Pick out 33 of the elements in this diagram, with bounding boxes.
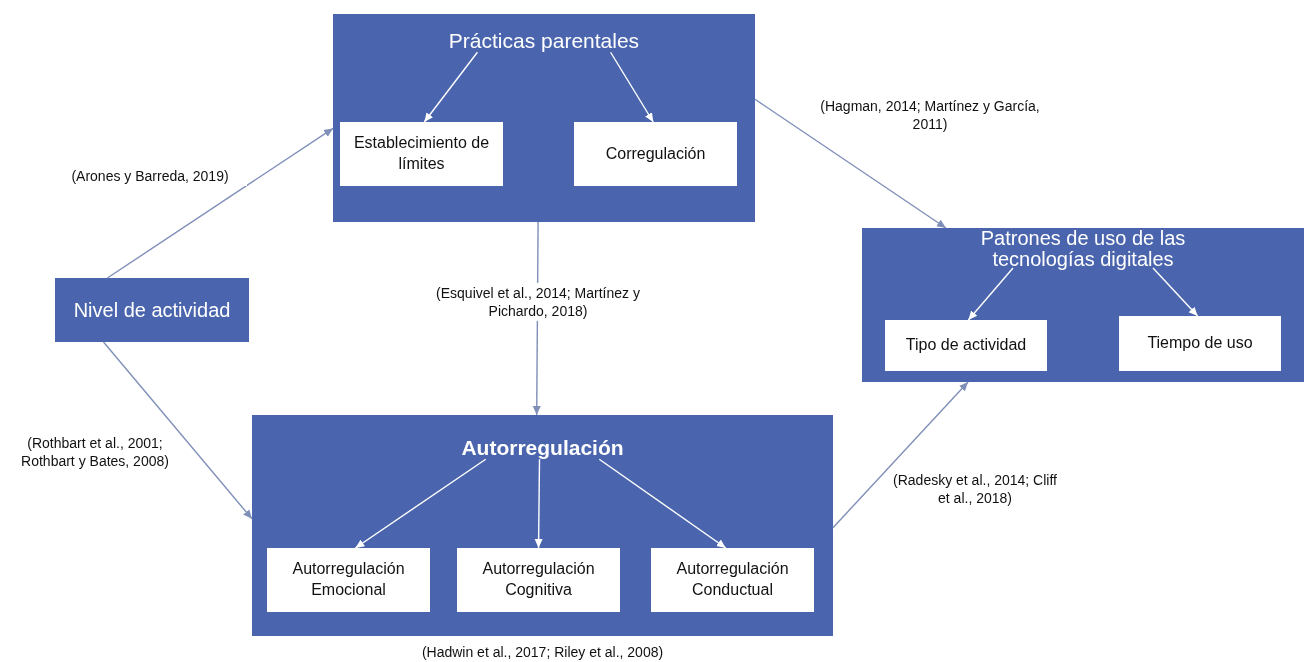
arrow xyxy=(102,341,253,520)
process-box xyxy=(1119,316,1281,371)
arrow xyxy=(423,51,479,123)
arrow xyxy=(609,51,654,123)
arrow xyxy=(754,98,947,229)
box-label: Autorregulación Conductual xyxy=(675,559,790,600)
process-box xyxy=(55,278,249,342)
group-box xyxy=(862,228,1304,382)
process-box xyxy=(885,320,1047,371)
arrow xyxy=(534,458,543,549)
arrow xyxy=(354,458,487,549)
process-box xyxy=(340,122,503,186)
arrow xyxy=(832,381,969,529)
group-box xyxy=(333,14,755,222)
process-box xyxy=(457,548,620,612)
box-label: Autorregulación Cognitiva xyxy=(481,559,596,600)
citation-text: (Hadwin et al., 2017; Riley et al., 2008) xyxy=(421,644,664,660)
box-label: Nivel de actividad xyxy=(73,298,231,322)
box-label: Autorregulación Emocional xyxy=(291,559,406,600)
box-heading: Autorregulación xyxy=(461,435,624,461)
box-heading: Patrones de uso de las tecnologías digitales xyxy=(979,228,1187,270)
arrow xyxy=(967,267,1014,321)
arrow xyxy=(598,458,727,549)
arrow xyxy=(1152,267,1199,317)
arrow xyxy=(106,127,334,279)
process-box xyxy=(267,548,430,612)
box-label: Corregulación xyxy=(604,143,707,164)
box-label: Tiempo de uso xyxy=(1146,333,1254,354)
box-heading: Prácticas parentales xyxy=(448,28,640,54)
process-box xyxy=(574,122,737,186)
box-label: Tipo de actividad xyxy=(904,335,1028,356)
box-label: Establecimiento de límites xyxy=(352,133,491,174)
process-box xyxy=(651,548,814,612)
